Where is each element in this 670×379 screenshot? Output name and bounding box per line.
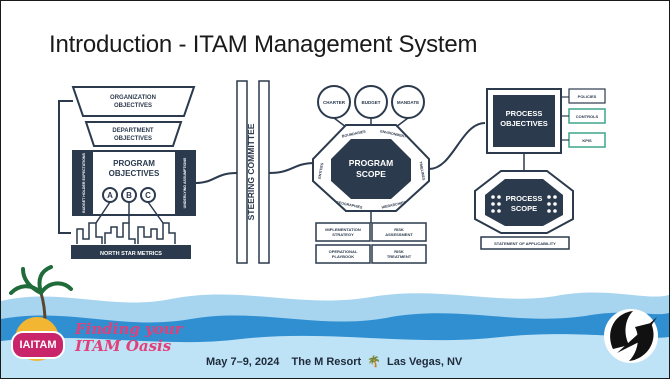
timelines-label: TIMELINES bbox=[418, 161, 425, 181]
risk-assessment-box bbox=[371, 222, 427, 242]
slide-title: Introduction - ITAM Management System bbox=[49, 31, 478, 58]
org-objectives-box bbox=[71, 86, 196, 117]
charter-label: CHARTER bbox=[323, 100, 346, 105]
program-scope-core bbox=[331, 139, 411, 199]
impl-strategy-box bbox=[315, 222, 371, 242]
north-star-label: NORTH STAR METRICS bbox=[100, 251, 162, 257]
kpis-label: KPIS bbox=[582, 138, 592, 143]
program-right-strip bbox=[175, 151, 195, 215]
event-dates: May 7–9, 2024 bbox=[206, 356, 280, 368]
circle-a-label: A bbox=[107, 191, 113, 200]
iaitam-badge: IAITAM bbox=[11, 331, 65, 359]
hierarchies-label: HIERARCHIES bbox=[381, 200, 407, 209]
statement-box bbox=[480, 236, 570, 250]
event-info: May 7–9, 2024 The M Resort 🌴 Las Vegas, … bbox=[206, 355, 462, 368]
brand-line2: ITAM Oasis bbox=[75, 337, 172, 355]
wave-foam bbox=[1, 334, 669, 378]
event-venue: The M Resort bbox=[291, 356, 362, 368]
process-scope-dots bbox=[491, 195, 557, 213]
brand-line1: Finding your bbox=[75, 320, 183, 338]
left-side-label: BUDGET HOLDER EXPECTATIONS bbox=[82, 153, 86, 213]
steering-label: STEERING COMMITTEE bbox=[246, 123, 256, 220]
budget-label: BUDGET bbox=[362, 100, 381, 105]
environment-label: ENVIRONMENT bbox=[380, 129, 408, 139]
process-objectives-box bbox=[493, 95, 555, 147]
statement-label: STATEMENT OF APPLICABILITY bbox=[494, 241, 556, 246]
north-star-bars bbox=[76, 222, 176, 244]
steering-bar-left bbox=[236, 80, 248, 264]
process-scope-core bbox=[485, 179, 563, 226]
palm-small-icon: 🌴 bbox=[367, 356, 381, 368]
boundaries-label: BOUNDARIES bbox=[342, 129, 367, 138]
geographies-label: GEOGRAPHIES bbox=[336, 200, 364, 210]
right-side-label: UNDERLYING ASSUMPTIONS bbox=[183, 157, 187, 208]
circle-b-label: B bbox=[126, 191, 132, 200]
dept-objectives-box bbox=[84, 121, 183, 147]
operational-playbook-box bbox=[315, 244, 371, 264]
entities-label: ENTITIES bbox=[318, 162, 325, 179]
mandate-label: MANDATE bbox=[397, 100, 419, 105]
event-city: Las Vegas, NV bbox=[387, 356, 463, 368]
policies-box bbox=[568, 88, 606, 104]
north-star-bar bbox=[71, 245, 191, 259]
brand-tagline: Finding your ITAM Oasis bbox=[75, 321, 183, 355]
compass-logo-icon bbox=[604, 309, 658, 363]
circle-c-label: C bbox=[145, 191, 151, 200]
controls-label: CONTROLS bbox=[576, 114, 599, 119]
risk-treatment-box bbox=[371, 244, 427, 264]
left-bracket bbox=[58, 100, 73, 234]
steering-bar-right bbox=[258, 80, 270, 264]
policies-label: POLICIES bbox=[578, 94, 597, 99]
program-left-strip bbox=[73, 151, 93, 215]
